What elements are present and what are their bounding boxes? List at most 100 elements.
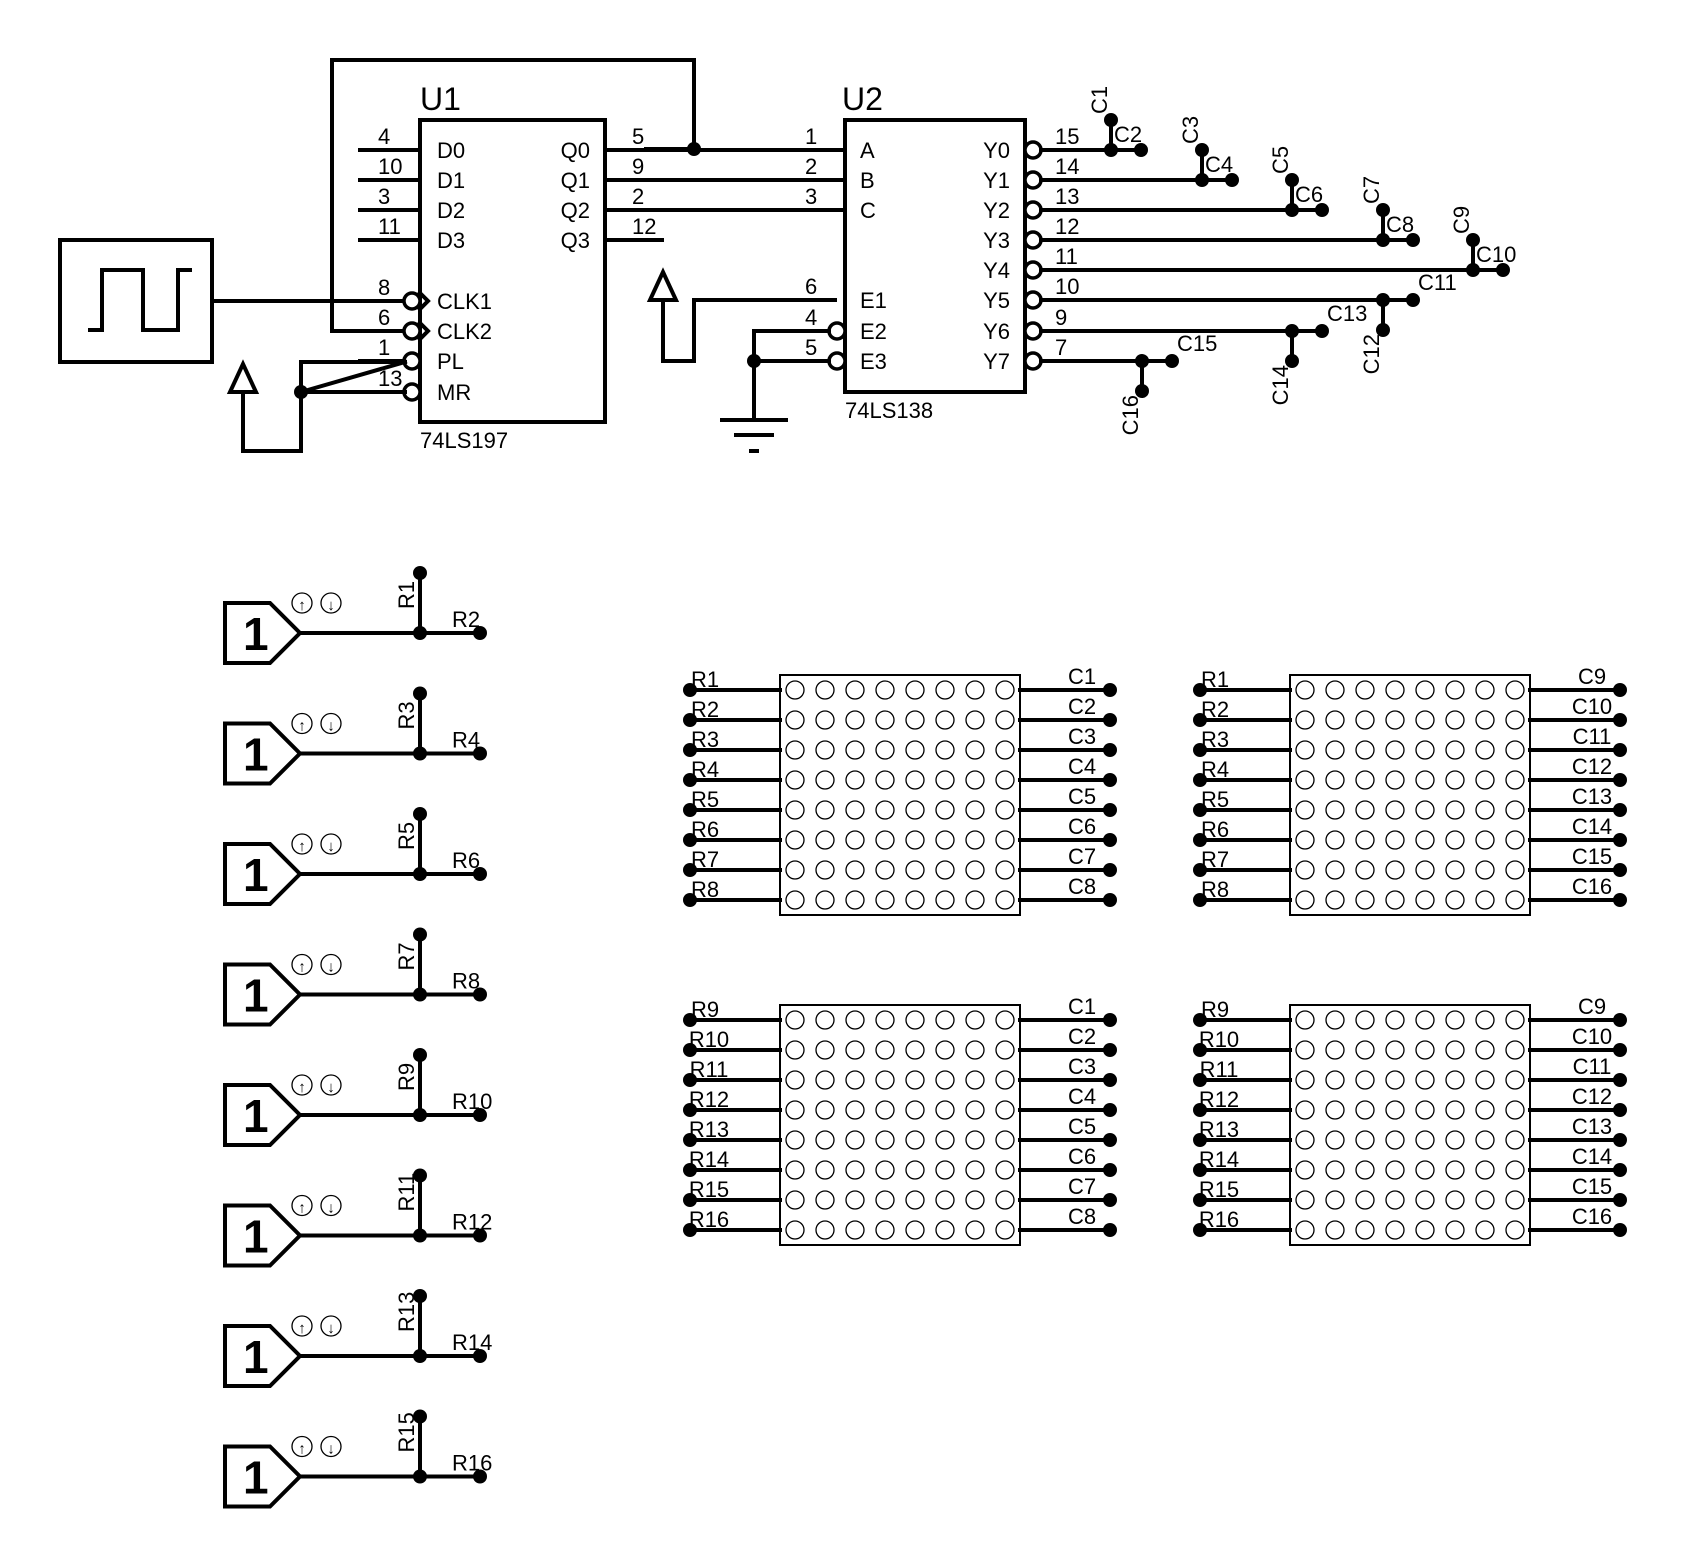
terminal-dot[interactable]: [413, 1289, 427, 1303]
row-terminal[interactable]: [683, 713, 697, 727]
col-terminal[interactable]: [1103, 863, 1117, 877]
terminal-dot[interactable]: [473, 626, 487, 640]
col-terminal[interactable]: [1613, 803, 1627, 817]
terminal-dot[interactable]: [473, 1228, 487, 1243]
col-terminal[interactable]: [1103, 1103, 1117, 1117]
toggle-up-icon[interactable]: [291, 592, 313, 614]
logic-state-box[interactable]: [223, 721, 303, 786]
u1-pin-d0[interactable]: 4D0: [358, 124, 465, 163]
row-terminal[interactable]: [683, 1133, 697, 1147]
terminal-dot[interactable]: [413, 1168, 427, 1183]
terminal-dot[interactable]: [1315, 203, 1329, 217]
row-terminal[interactable]: [1193, 1073, 1207, 1087]
col-terminal[interactable]: [1613, 1193, 1627, 1207]
toggle-up-icon[interactable]: [291, 712, 313, 735]
u2-pin-y6[interactable]: Y69: [983, 305, 1067, 344]
logic-state-box[interactable]: [223, 962, 303, 1027]
terminal-dot[interactable]: [473, 1349, 487, 1363]
col-terminal[interactable]: [1613, 1103, 1627, 1117]
terminal-dot[interactable]: [413, 686, 427, 701]
terminal-dot[interactable]: [1376, 323, 1390, 337]
u1-pin-d2[interactable]: 3D2: [358, 184, 465, 223]
toggle-down-icon[interactable]: [320, 833, 342, 855]
col-terminal[interactable]: [1103, 1133, 1117, 1147]
row-terminal[interactable]: [1193, 1043, 1207, 1057]
toggle-up-icon[interactable]: [291, 1435, 313, 1458]
toggle-up-icon[interactable]: [291, 953, 313, 976]
u1-pin-q0[interactable]: Q05: [561, 124, 645, 163]
u2-pin-e2[interactable]: 4E2: [805, 305, 887, 344]
col-terminal[interactable]: [1613, 863, 1627, 877]
row-terminal[interactable]: [683, 1223, 697, 1237]
col-terminal[interactable]: [1103, 803, 1117, 817]
terminal-dot[interactable]: [413, 566, 427, 580]
toggle-down-icon[interactable]: [320, 953, 342, 976]
terminal-dot[interactable]: [1315, 324, 1329, 338]
col-terminal[interactable]: [1103, 1013, 1117, 1027]
row-terminal[interactable]: [683, 1103, 697, 1117]
col-terminal[interactable]: [1613, 1073, 1627, 1087]
terminal-dot[interactable]: [1195, 143, 1209, 157]
terminal-dot[interactable]: [1104, 113, 1118, 127]
toggle-down-icon[interactable]: [320, 1315, 342, 1337]
col-terminal[interactable]: [1103, 713, 1117, 727]
col-terminal[interactable]: [1613, 1223, 1627, 1237]
col-terminal[interactable]: [1613, 743, 1627, 757]
terminal-dot[interactable]: [1466, 233, 1480, 247]
row-terminal[interactable]: [1193, 743, 1207, 757]
terminal-dot[interactable]: [413, 807, 427, 821]
row-terminal[interactable]: [683, 1163, 697, 1177]
terminal-dot[interactable]: [1285, 173, 1299, 187]
col-terminal[interactable]: [1103, 773, 1117, 787]
row-terminal[interactable]: [1193, 863, 1207, 877]
u2-pin-a[interactable]: 1A: [805, 124, 875, 163]
terminal-dot[interactable]: [473, 1469, 487, 1484]
u1-74ls197[interactable]: U1 74LS197 4D010D13D211D38CLK16CLK21PL13…: [358, 81, 656, 453]
col-terminal[interactable]: [1103, 893, 1117, 907]
col-terminal[interactable]: [1613, 1013, 1627, 1027]
logic-state-box[interactable]: [223, 1203, 303, 1268]
row-terminal[interactable]: [683, 773, 697, 787]
terminal-dot[interactable]: [1134, 143, 1148, 157]
col-terminal[interactable]: [1613, 683, 1627, 697]
toggle-down-icon[interactable]: [320, 1074, 342, 1096]
logic-state-box[interactable]: [223, 601, 303, 665]
col-terminal[interactable]: [1613, 1163, 1627, 1177]
row-terminal[interactable]: [683, 683, 697, 697]
col-terminal[interactable]: [1103, 1163, 1117, 1177]
logic-state-box[interactable]: [223, 1324, 303, 1388]
col-terminal[interactable]: [1103, 1043, 1117, 1057]
terminal-dot[interactable]: [473, 987, 487, 1002]
col-terminal[interactable]: [1103, 1223, 1117, 1237]
toggle-up-icon[interactable]: [291, 833, 313, 855]
col-terminal[interactable]: [1103, 683, 1117, 697]
row-terminal[interactable]: [683, 1193, 697, 1207]
row-terminal[interactable]: [683, 743, 697, 757]
u1-pin-q2[interactable]: Q22: [561, 184, 645, 223]
col-terminal[interactable]: [1103, 743, 1117, 757]
terminal-dot[interactable]: [1135, 384, 1149, 398]
row-terminal[interactable]: [683, 833, 697, 847]
terminal-dot[interactable]: [473, 1108, 487, 1122]
col-terminal[interactable]: [1103, 833, 1117, 847]
